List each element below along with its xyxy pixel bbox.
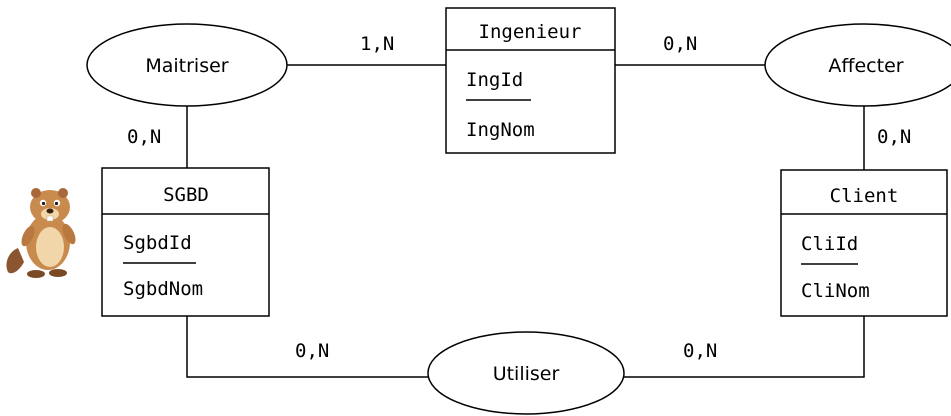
beaver-icon xyxy=(6,188,76,278)
link-utiliser-client xyxy=(624,316,865,378)
cardinality-utiliser-sgbd: 0,N xyxy=(295,340,329,362)
cardinality-maitriser-sgbd: 0,N xyxy=(127,126,161,148)
entity-client: Client CliId CliNom xyxy=(780,169,948,317)
cardinality-affecter-ingenieur: 0,N xyxy=(663,33,697,55)
association-affecter-label: Affecter xyxy=(828,55,903,77)
cardinality-maitriser-ingenieur: 1,N xyxy=(360,33,394,55)
entity-sgbd: SGBD SgbdId SgbdNom xyxy=(101,167,270,317)
association-affecter: Affecter xyxy=(764,23,951,107)
link-sgbd-utiliser xyxy=(186,316,428,378)
cardinality-affecter-client: 0,N xyxy=(877,126,911,148)
entity-sgbd-title: SGBD xyxy=(163,184,209,206)
association-maitriser-label: Maitriser xyxy=(145,55,228,77)
entity-sgbd-key: SgbdId xyxy=(123,232,192,254)
association-utiliser-label: Utiliser xyxy=(493,363,560,385)
association-maitriser: Maitriser xyxy=(86,23,288,107)
entity-client-key: CliId xyxy=(801,233,858,255)
entity-ingenieur: Ingenieur IngId IngNom xyxy=(445,7,616,154)
cardinality-utiliser-client: 0,N xyxy=(683,340,717,362)
entity-ingenieur-key: IngId xyxy=(466,69,523,91)
entity-sgbd-attr: SgbdNom xyxy=(123,278,203,300)
entity-ingenieur-attr: IngNom xyxy=(466,119,535,141)
entity-ingenieur-title: Ingenieur xyxy=(479,21,582,43)
entity-client-attr: CliNom xyxy=(801,280,870,302)
entity-client-title: Client xyxy=(830,185,899,207)
association-utiliser: Utiliser xyxy=(427,331,625,415)
